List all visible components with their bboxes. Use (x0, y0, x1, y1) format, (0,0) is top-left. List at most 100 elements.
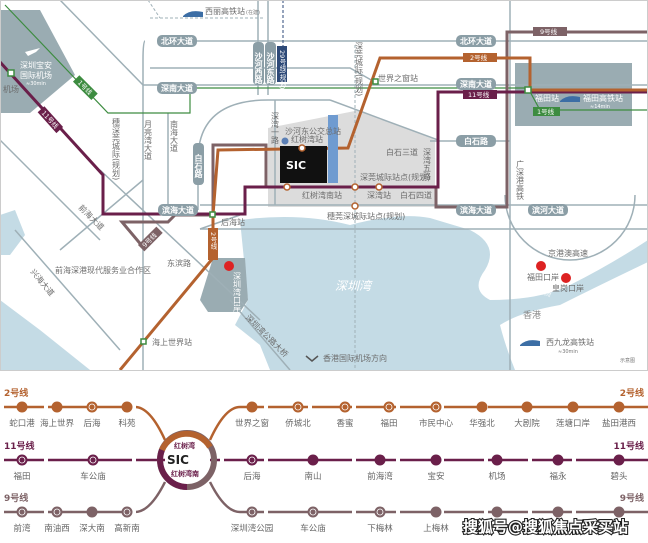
station-label: 南山 (304, 471, 321, 482)
hub-logo: SIC (167, 453, 189, 467)
label-airport: 深圳宝安 (20, 60, 52, 70)
transfer-ring (18, 508, 26, 516)
line-label-right: 11号线 (613, 440, 644, 452)
line-track (0, 481, 648, 514)
road-pill-shahe-east: 沙河东路 (265, 42, 276, 85)
road-pill-binhai-w: 滨海大道 (158, 204, 198, 216)
station-label: 车公庙 (80, 471, 106, 482)
svg-text:滨河大道: 滨河大道 (532, 205, 564, 215)
station-label: 福田 (13, 471, 30, 482)
line-11 (0, 60, 648, 216)
line-11-tag: 11号线 (463, 90, 497, 99)
transfer-ring (248, 456, 256, 464)
svg-text:白石路: 白石路 (464, 136, 489, 146)
svg-text:2号线: 2号线 (470, 53, 488, 62)
station-label: 香蜜 (336, 418, 353, 429)
transfer-ring (294, 403, 302, 411)
label-hongshuwan: 红树湾站 (291, 134, 323, 144)
station-label: 前海湾 (367, 471, 393, 482)
station-label: 后海 (83, 418, 101, 429)
svg-text:北环大道: 北环大道 (161, 36, 193, 46)
line-29-tag: 29号线(规划) (277, 46, 287, 89)
road-pill-binhe: 滨河大道 (528, 204, 568, 216)
svg-text:滨海大道: 滨海大道 (460, 205, 492, 215)
station-label: 海上世界 (40, 418, 75, 429)
label-nanhai: 南海大道 (170, 119, 179, 153)
transfer-ring (53, 508, 61, 516)
station-dot (567, 401, 579, 413)
station-dot (476, 401, 488, 413)
road-pill-baishi-e: 白石路 (456, 135, 496, 147)
station-dot (552, 506, 564, 518)
label-houhai: 后海站 (221, 217, 245, 227)
station-label: 蛇口港 (9, 418, 35, 429)
station-dot (374, 454, 386, 466)
label-shenguan: 深莞城际(规划) (355, 42, 364, 96)
label-haishang: 海上世界站 (152, 337, 192, 347)
road-pill-shennan-e: 深南大道 (456, 78, 496, 90)
station-label: 碧头 (610, 471, 628, 482)
station-dot (307, 454, 319, 466)
transfer-ring (123, 508, 131, 516)
transfer-ring (309, 508, 317, 516)
svg-text:9号线: 9号线 (540, 27, 558, 36)
station-label: 上梅林 (423, 523, 449, 534)
line-label-left: 11号线 (4, 440, 35, 452)
station-label: 市民中心 (419, 418, 454, 429)
label-hongshuwan-south: 红树湾南站 (302, 190, 342, 200)
train-icon-wkl (520, 340, 540, 346)
road-pill-binhai-e: 滨海大道 (456, 204, 496, 216)
label-futian-port: 福田口岸 (527, 273, 559, 282)
station-dot (552, 454, 564, 466)
svg-text:滨海大道: 滨海大道 (162, 205, 194, 215)
line-label-left: 2号线 (4, 387, 28, 399)
station-label: 大剧院 (514, 418, 540, 429)
station-dot (51, 401, 63, 413)
station-label: 下梅林 (367, 523, 393, 534)
label-bus-terminal: 沙河东公交总站 (285, 126, 341, 136)
label-futian-hsr: 福田高铁站 (583, 93, 623, 103)
label-jinggangao: 京港澳高速 (548, 248, 588, 258)
transfer-ring (341, 403, 349, 411)
station-label: 科苑 (118, 418, 136, 429)
line-9-tag-west: 9号线 (137, 226, 163, 252)
road-pill-shennan-w: 深南大道 (157, 82, 197, 94)
station-dot (430, 401, 442, 413)
station-dot (292, 401, 304, 413)
road-pill-shahe-west: 沙河西路 (253, 42, 264, 85)
train-icon-xili (183, 11, 203, 17)
svg-text:2号线: 2号线 (209, 232, 217, 249)
station-label: 车公庙 (300, 523, 326, 534)
label-futian: 福田站 (535, 93, 559, 103)
transfer-ring (385, 403, 393, 411)
station-dot (339, 401, 351, 413)
station-dot (16, 506, 28, 518)
transfer-ring (88, 403, 96, 411)
station-dot (16, 401, 28, 413)
line-1-tag-west: 1号线 (72, 75, 98, 101)
label-qianhai-zone: 前海深港现代服务业合作区 (55, 265, 151, 275)
label-xili: 西丽高铁站 (205, 6, 245, 16)
station-dot (86, 506, 98, 518)
label-xili-note: (在建) (246, 9, 260, 16)
station-dot (374, 506, 386, 518)
station-dot (246, 401, 258, 413)
station-label: 深圳湾公园 (231, 523, 274, 534)
station-dot (430, 454, 442, 466)
svg-text:29号线(规划): 29号线(规划) (278, 50, 286, 89)
station-label: 机场 (488, 471, 505, 482)
station-dot (121, 506, 133, 518)
sic-building (280, 146, 327, 183)
road-pill-beihuan-e: 北环大道 (456, 35, 496, 47)
station-dot (613, 506, 625, 518)
parking-icon (281, 137, 289, 145)
label-wkl: 西九龙高铁站 (546, 337, 594, 347)
station-label: 高新南 (114, 523, 140, 534)
svg-text:深南大道: 深南大道 (161, 83, 193, 93)
label-schematic: 示意图 (620, 357, 635, 364)
transfer-ring (376, 508, 384, 516)
line-2-tag-top: 2号线 (463, 53, 497, 62)
transfer-ring (89, 456, 97, 464)
